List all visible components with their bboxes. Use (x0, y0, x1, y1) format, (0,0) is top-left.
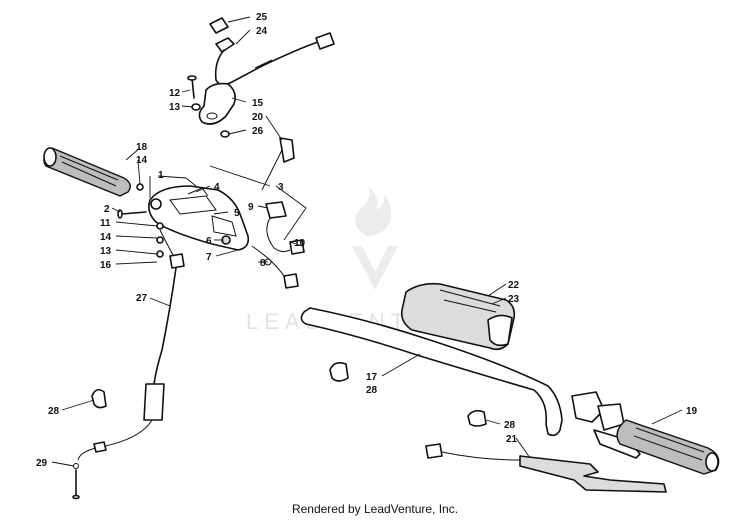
part-18-left-grip (43, 147, 131, 197)
part-28-clip-right (467, 409, 487, 427)
part-26-nut (220, 130, 230, 138)
callout-8: 8 (260, 258, 266, 269)
callout-27: 27 (136, 293, 148, 304)
callout-24: 24 (256, 26, 268, 37)
leader-lines (51, 16, 683, 467)
part-20-cable-end (261, 137, 295, 191)
callout-28c: 28 (504, 420, 516, 431)
part-14-washer (136, 183, 144, 191)
callout-4: 4 (214, 182, 220, 193)
callout-20: 20 (252, 112, 264, 123)
callout-23: 23 (508, 294, 520, 305)
callout-25: 25 (256, 12, 268, 23)
callout-26: 26 (252, 126, 264, 137)
callout-9: 9 (248, 202, 254, 213)
part-24-25-cable (209, 17, 335, 86)
part-22-23-handlebar-pad (400, 282, 516, 351)
part-27-throttle-cable (72, 253, 185, 500)
callout-21: 21 (506, 434, 518, 445)
part-12-13-bolt (187, 75, 201, 111)
left-fasteners (117, 209, 164, 258)
callout-22: 22 (508, 280, 520, 291)
part-15-clamp (198, 82, 236, 125)
callout-14b: 14 (100, 232, 112, 243)
callout-17: 17 (366, 372, 378, 383)
callout-3: 3 (278, 182, 284, 193)
part-19-brake-grip (571, 391, 720, 475)
footer-credit: Rendered by LeadVenture, Inc. (291, 502, 459, 516)
callout-29: 29 (36, 458, 48, 469)
callout-11: 11 (100, 218, 111, 229)
part-21-heater-element (425, 443, 667, 493)
part-17-handlebar (300, 307, 563, 437)
callout-14: 14 (136, 155, 148, 166)
callout-6: 6 (206, 236, 212, 247)
callout-13: 13 (169, 102, 181, 113)
callout-7: 7 (206, 252, 212, 263)
callout-15: 15 (252, 98, 264, 109)
part-28-clip-left (91, 388, 107, 409)
callout-13b: 13 (100, 246, 112, 257)
callout-28b: 28 (48, 406, 60, 417)
callout-2: 2 (104, 204, 110, 215)
part-8-9-10-wiring-harness (251, 201, 305, 289)
callout-10: 10 (294, 238, 306, 249)
callout-12: 12 (169, 88, 181, 99)
callout-28: 28 (366, 385, 378, 396)
callout-16: 16 (100, 260, 112, 271)
part-28-clip-center (329, 362, 349, 382)
callout-5: 5 (234, 208, 240, 219)
callout-1: 1 (158, 170, 164, 181)
callout-labels: 25 24 12 13 15 20 26 18 14 1 3 4 5 9 2 1… (36, 12, 698, 469)
callout-19: 19 (686, 406, 698, 417)
control-housing-assembly (148, 185, 250, 265)
callout-18: 18 (136, 142, 148, 153)
